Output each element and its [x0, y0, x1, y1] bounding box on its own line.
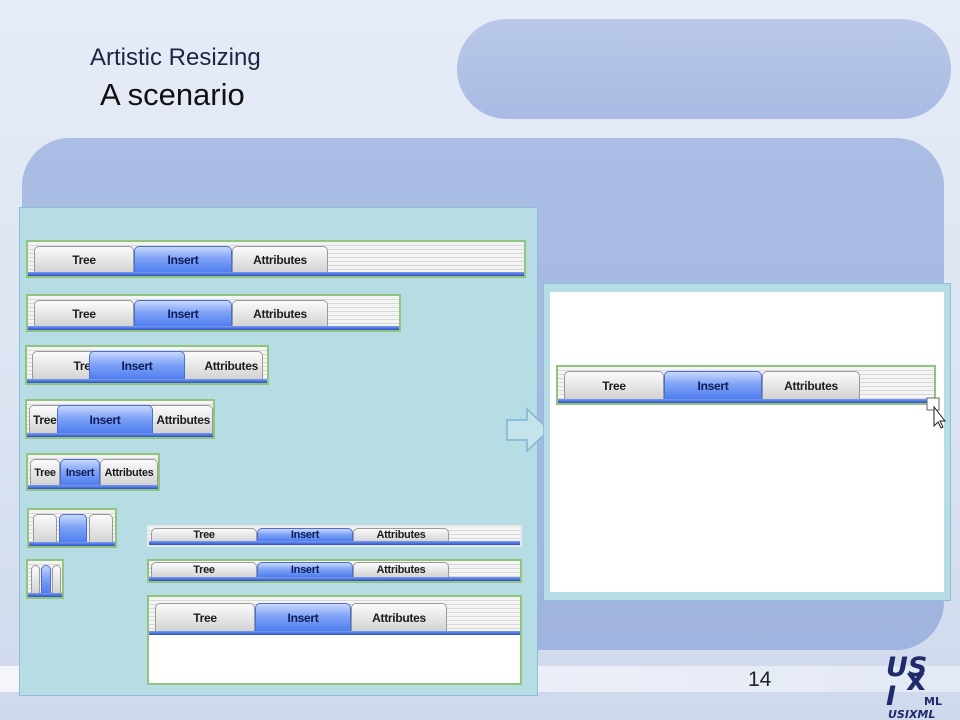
- tabbar-reduced-4: Tree Insert Attributes: [26, 453, 160, 491]
- page-number: 14: [748, 668, 772, 691]
- tab-attributes[interactable]: Attributes: [762, 371, 860, 399]
- svg-text:I: I: [886, 681, 896, 712]
- slide-subtitle: A scenario: [100, 77, 245, 112]
- tab-attributes[interactable]: Attributes: [232, 300, 328, 326]
- tab-insert[interactable]: Insert: [664, 371, 762, 399]
- tab-insert[interactable]: Insert: [60, 459, 100, 485]
- tabbar-icon-only: [27, 508, 117, 548]
- tab-tree-compact[interactable]: [33, 514, 57, 542]
- tab-tree-minimal[interactable]: [31, 565, 40, 593]
- tabbar-minimal: [26, 559, 64, 599]
- tabbar-reduced-2: Tree Attributes Insert: [25, 345, 269, 385]
- tab-attributes[interactable]: Attributes: [351, 603, 447, 631]
- tab-tree[interactable]: Tree: [34, 246, 134, 272]
- tabbar-with-content: Tree Insert Attributes: [147, 595, 522, 685]
- tab-tree[interactable]: Tree: [151, 528, 257, 541]
- tabbar-thin-1: Tree Insert Attributes: [147, 525, 522, 547]
- tabbar-thin-2: Tree Insert Attributes: [147, 559, 522, 583]
- tab-insert[interactable]: Insert: [134, 246, 232, 272]
- tab-tree[interactable]: Tree: [155, 603, 255, 631]
- tab-tree[interactable]: Tree: [151, 562, 257, 577]
- tabbar-reduced-3: Tree Attributes Insert: [25, 399, 215, 439]
- resize-sequence-panel: Tree Insert Attributes Tree Insert Attri…: [19, 207, 538, 696]
- tab-insert[interactable]: Insert: [57, 405, 153, 433]
- tab-insert-minimal[interactable]: [41, 565, 51, 593]
- svg-text:US: US: [886, 652, 927, 683]
- tabbar-full: Tree Insert Attributes: [26, 240, 526, 278]
- svg-text:ML: ML: [924, 695, 942, 708]
- svg-text:x: x: [906, 663, 925, 698]
- tab-attributes[interactable]: Attributes: [353, 528, 449, 541]
- tab-insert[interactable]: Insert: [257, 562, 353, 577]
- tab-insert-compact[interactable]: [59, 514, 87, 542]
- tabbar-resizing: Tree Insert Attributes: [556, 365, 936, 405]
- tab-attributes[interactable]: Attributes: [232, 246, 328, 272]
- tab-insert[interactable]: Insert: [255, 603, 351, 631]
- header-decoration: [457, 19, 951, 119]
- tabbar-reduced-1: Tree Insert Attributes: [26, 294, 401, 332]
- tab-tree[interactable]: Tree: [34, 300, 134, 326]
- svg-text:USIXML: USIXML: [888, 708, 935, 720]
- tab-attributes-compact[interactable]: [89, 514, 113, 542]
- resized-window-panel: Tree Insert Attributes: [543, 283, 951, 601]
- tab-tree[interactable]: Tree: [30, 459, 60, 485]
- tab-insert[interactable]: Insert: [257, 528, 353, 541]
- tab-insert[interactable]: Insert: [89, 351, 185, 379]
- tab-tree[interactable]: Tree: [564, 371, 664, 399]
- tab-insert[interactable]: Insert: [134, 300, 232, 326]
- resized-window: Tree Insert Attributes: [550, 292, 944, 592]
- tab-attributes[interactable]: Attributes: [353, 562, 449, 577]
- usixml-logo: US I x ML USIXML: [886, 652, 942, 720]
- tab-attributes[interactable]: Attributes: [100, 459, 158, 485]
- slide-title: Artistic Resizing: [90, 44, 261, 71]
- tab-attributes-minimal[interactable]: [52, 565, 61, 593]
- resize-cursor-icon[interactable]: [926, 397, 946, 429]
- right-arrow-icon: [506, 407, 551, 453]
